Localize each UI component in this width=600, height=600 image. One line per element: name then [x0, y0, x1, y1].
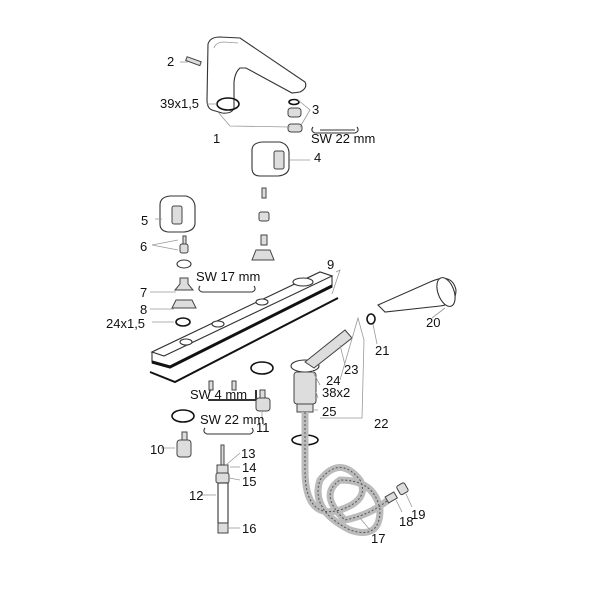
- label-9: 9: [327, 257, 334, 272]
- label-wrench-top: SW 22 mm: [311, 131, 375, 146]
- left-valve-stack: [171, 235, 197, 327]
- label-wrench-bottom: SW 22 mm: [200, 412, 264, 427]
- leader-lines: [150, 61, 446, 531]
- label-17: 17: [371, 531, 385, 546]
- wrench-top-icon: [311, 126, 359, 134]
- wrench-bottom-icon: [203, 427, 254, 435]
- cartridge-10-part: [176, 431, 192, 458]
- right-valve-stack: [251, 187, 275, 261]
- hose-part: [301, 412, 409, 536]
- wrench-mid-icon: [198, 285, 256, 293]
- label-8: 8: [140, 302, 147, 317]
- label-21: 21: [375, 343, 389, 358]
- label-13: 13: [241, 446, 255, 461]
- label-oring-39: 39x1,5: [160, 96, 199, 111]
- label-1: 1: [213, 131, 220, 146]
- label-24: 24: [326, 373, 340, 388]
- spout-part: [206, 36, 307, 114]
- label-15: 15: [242, 474, 256, 489]
- label-25: 25: [322, 404, 336, 419]
- label-2: 2: [167, 54, 174, 69]
- label-16: 16: [242, 521, 256, 536]
- diverter-part: [215, 444, 230, 534]
- label-wrench-mid: SW 17 mm: [196, 269, 260, 284]
- aerator-part: [287, 98, 303, 133]
- oring-21-part: [366, 313, 376, 325]
- label-18: 18: [399, 514, 413, 529]
- label-23: 23: [344, 362, 358, 377]
- label-20: 20: [426, 315, 440, 330]
- label-5: 5: [141, 213, 148, 228]
- oring-10-part: [171, 409, 195, 423]
- handle-left-part: [159, 195, 196, 233]
- label-12: 12: [189, 488, 203, 503]
- base-plate-part: [149, 269, 341, 384]
- oring-11-part: [250, 361, 274, 375]
- hose-guide-part: [290, 316, 365, 446]
- label-4: 4: [314, 150, 321, 165]
- label-22: 22: [374, 416, 388, 431]
- label-oring-24: 24x1,5: [106, 316, 145, 331]
- label-7: 7: [140, 285, 147, 300]
- label-oring-38: 38x2: [322, 385, 350, 400]
- label-19: 19: [411, 507, 425, 522]
- label-allen-key: SW 4 mm: [190, 387, 247, 402]
- screws-part: [208, 380, 237, 391]
- label-10: 10: [150, 442, 164, 457]
- hand-shower-part: [377, 277, 457, 313]
- label-3: 3: [312, 102, 319, 117]
- label-6: 6: [140, 239, 147, 254]
- label-11: 11: [256, 420, 270, 435]
- handle-right-part: [251, 141, 290, 177]
- label-14: 14: [242, 460, 256, 475]
- cartridge-11-part: [255, 389, 271, 412]
- pin-part: [185, 56, 202, 67]
